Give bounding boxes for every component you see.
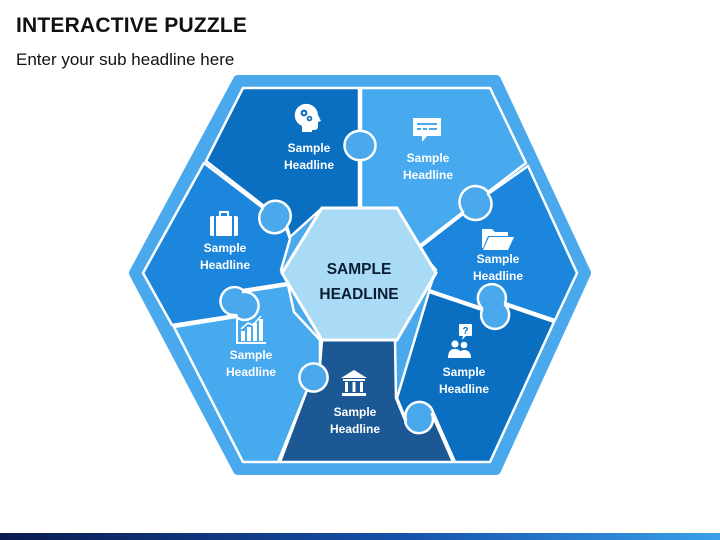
briefcase-icon xyxy=(210,211,238,236)
center-headline-line2: HEADLINE xyxy=(319,286,398,303)
piece-top-right-label-line1: Sample xyxy=(407,151,450,165)
piece-top-right-label-line2: Headline xyxy=(403,168,453,182)
piece-left-label-line2: Headline xyxy=(200,258,250,272)
piece-top-left-label-line1: Sample xyxy=(288,141,331,155)
head-gears-icon xyxy=(294,103,321,132)
center-hexagon xyxy=(280,206,438,342)
page-title: INTERACTIVE PUZZLE xyxy=(16,14,248,37)
puzzle-piece-bottom-left[interactable] xyxy=(172,283,322,464)
puzzle-piece-bottom-right[interactable] xyxy=(395,290,556,464)
piece-bottom-left-label-line2: Headline xyxy=(226,365,276,379)
bar-chart-icon xyxy=(236,315,266,344)
piece-top-left-label-line2: Headline xyxy=(284,158,334,172)
puzzle-piece-top-right[interactable] xyxy=(359,86,528,249)
chat-bubble-icon xyxy=(413,118,441,142)
bank-icon xyxy=(341,370,367,396)
piece-right-label-line2: Headline xyxy=(473,269,523,283)
piece-bottom-right-label-line1: Sample xyxy=(443,365,486,379)
page-subtitle: Enter your sub headline here xyxy=(16,50,235,69)
puzzle-piece-left[interactable] xyxy=(141,161,292,327)
piece-bottom-label-line1: Sample xyxy=(334,405,377,419)
piece-bottom-label-line2: Headline xyxy=(330,422,380,436)
svg-text:?: ? xyxy=(462,326,468,337)
piece-right-label-line1: Sample xyxy=(477,252,520,266)
piece-bottom-left-label-line1: Sample xyxy=(230,348,273,362)
folder-icon xyxy=(482,229,514,250)
center-headline-line1: SAMPLE xyxy=(327,261,392,278)
people-question-icon: ? xyxy=(448,324,472,358)
footer-accent-bar xyxy=(0,533,720,540)
piece-bottom-right-label-line2: Headline xyxy=(439,382,489,396)
puzzle-piece-bottom[interactable] xyxy=(278,338,455,464)
piece-left-label-line1: Sample xyxy=(204,241,247,255)
